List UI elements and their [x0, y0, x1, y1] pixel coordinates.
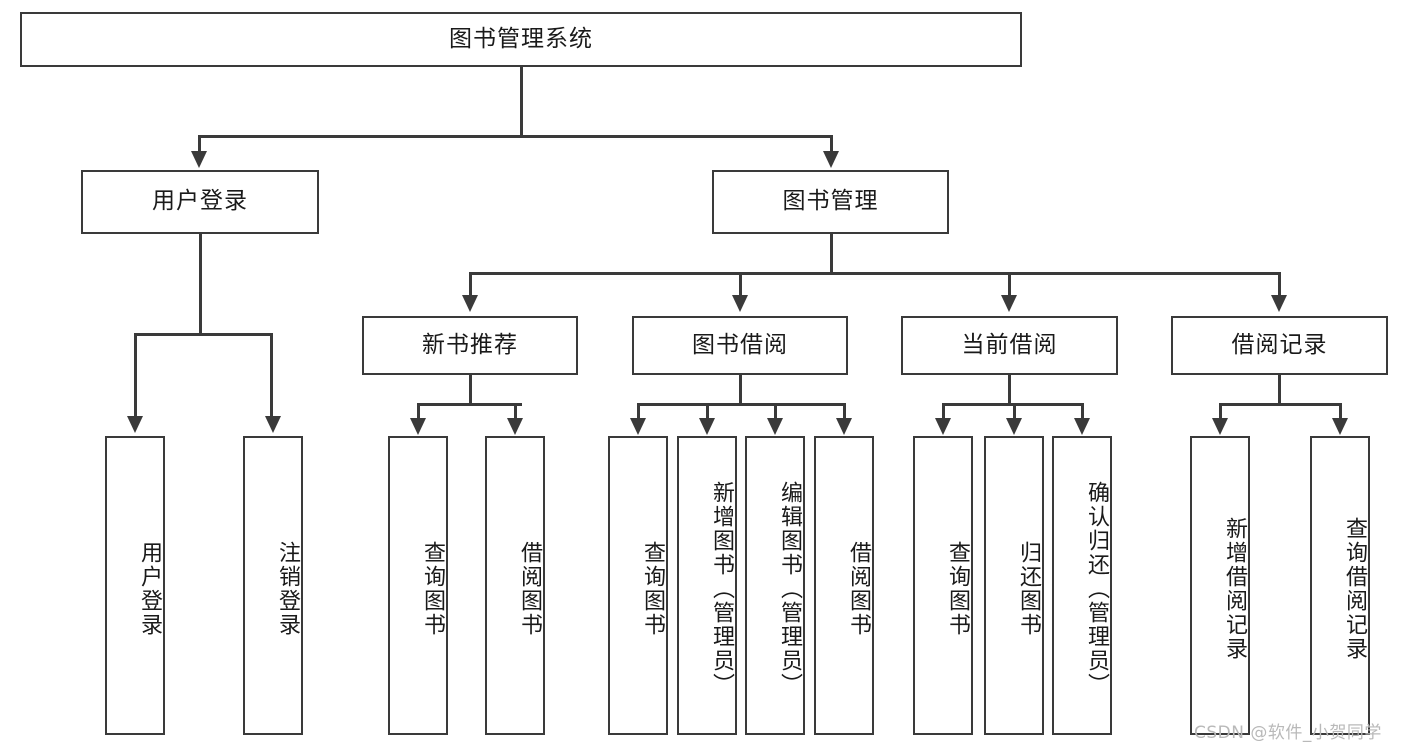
connector-bb-bus	[637, 403, 844, 406]
connector-nbr-bus	[417, 403, 522, 406]
connector-root-to-book-manage	[830, 135, 833, 153]
connector-root-bus	[198, 135, 832, 138]
node-leaf-query-book-1[interactable]: 查询图书	[388, 436, 448, 735]
arrowhead-leaf-query-record	[1332, 418, 1348, 435]
arrowhead-leaf-query-book-2	[630, 418, 646, 435]
arrowhead-leaf-borrow-book-2	[836, 418, 852, 435]
node-leaf-add-book[interactable]: 新增图书（管理员）	[677, 436, 737, 735]
connector-book-manage-bus	[469, 272, 1280, 275]
node-leaf-return-book[interactable]: 归还图书	[984, 436, 1044, 735]
node-leaf-user-login[interactable]: 用户登录	[105, 436, 165, 735]
arrowhead-root-to-book-manage	[823, 151, 839, 168]
connector-br-drop-1	[1219, 403, 1222, 419]
connector-cb-drop-2	[1013, 403, 1016, 419]
connector-book-manage-stem	[830, 234, 833, 274]
connector-user-login-drop-1	[134, 333, 137, 418]
node-label: 借阅记录	[1231, 331, 1328, 358]
arrowhead-leaf-edit-book	[767, 418, 783, 435]
arrowhead-leaf-confirm-return	[1074, 418, 1090, 435]
node-current-borrow[interactable]: 当前借阅	[901, 316, 1118, 375]
arrowhead-leaf-logout-login	[265, 416, 281, 433]
connector-bm-drop-1	[469, 272, 472, 297]
node-label: 当前借阅	[961, 331, 1058, 358]
connector-user-login-drop-2	[270, 333, 273, 418]
connector-bb-drop-1	[637, 403, 640, 419]
arrowhead-leaf-query-book-1	[410, 418, 426, 435]
arrowhead-root-to-user-login	[191, 151, 207, 168]
node-label: 查询借阅记录	[1342, 516, 1367, 661]
node-leaf-borrow-book-2[interactable]: 借阅图书	[814, 436, 874, 735]
connector-bb-drop-2	[706, 403, 709, 419]
connector-bb-stem	[739, 375, 742, 405]
node-label: 编辑图书（管理员）	[777, 480, 802, 697]
node-label: 图书管理系统	[449, 25, 593, 52]
connector-cb-drop-3	[1081, 403, 1084, 419]
node-label: 新增图书（管理员）	[709, 480, 734, 697]
connector-root-to-user-login	[198, 135, 201, 153]
node-leaf-logout-login[interactable]: 注销登录	[243, 436, 303, 735]
node-leaf-edit-book[interactable]: 编辑图书（管理员）	[745, 436, 805, 735]
node-label: 查询图书	[640, 540, 665, 637]
node-label: 注销登录	[275, 540, 300, 637]
connector-cb-bus	[942, 403, 1082, 406]
node-label: 查询图书	[945, 540, 970, 637]
node-leaf-query-record[interactable]: 查询借阅记录	[1310, 436, 1370, 735]
connector-bb-drop-4	[843, 403, 846, 419]
node-label: 新增借阅记录	[1222, 516, 1247, 661]
connector-nbr-drop-1	[417, 403, 420, 419]
connector-bm-drop-4	[1278, 272, 1281, 297]
connector-nbr-stem	[469, 375, 472, 405]
arrowhead-leaf-return-book	[1006, 418, 1022, 435]
arrowhead-leaf-query-book-3	[935, 418, 951, 435]
node-book-borrow[interactable]: 图书借阅	[632, 316, 848, 375]
connector-cb-drop-1	[942, 403, 945, 419]
connector-user-login-stem	[199, 234, 202, 335]
connector-br-stem	[1278, 375, 1281, 405]
node-label: 图书借阅	[692, 331, 788, 358]
connector-user-login-bus	[134, 333, 272, 336]
connector-bm-drop-2	[739, 272, 742, 297]
node-label: 归还图书	[1016, 540, 1041, 637]
arrowhead-new-book-recommend	[462, 295, 478, 312]
connector-root-stem	[520, 67, 523, 137]
node-label: 新书推荐	[422, 331, 518, 358]
node-leaf-add-record[interactable]: 新增借阅记录	[1190, 436, 1250, 735]
arrowhead-leaf-user-login	[127, 416, 143, 433]
connector-bm-drop-3	[1008, 272, 1011, 297]
node-label: 图书管理	[782, 188, 879, 215]
connector-nbr-drop-2	[514, 403, 517, 419]
node-label: 借阅图书	[517, 540, 542, 637]
connector-cb-stem	[1008, 375, 1011, 405]
arrowhead-leaf-add-record	[1212, 418, 1228, 435]
arrowhead-leaf-add-book	[699, 418, 715, 435]
node-label: 用户登录	[152, 188, 248, 215]
node-book-manage[interactable]: 图书管理	[712, 170, 949, 234]
arrowhead-borrow-record	[1271, 295, 1287, 312]
connector-br-drop-2	[1339, 403, 1342, 419]
node-label: 查询图书	[420, 540, 445, 637]
node-label: 用户登录	[137, 540, 162, 637]
arrowhead-current-borrow	[1001, 295, 1017, 312]
node-label: 确认归还（管理员）	[1084, 480, 1109, 697]
node-user-login[interactable]: 用户登录	[81, 170, 319, 234]
node-leaf-query-book-2[interactable]: 查询图书	[608, 436, 668, 735]
node-leaf-borrow-book-1[interactable]: 借阅图书	[485, 436, 545, 735]
node-leaf-query-book-3[interactable]: 查询图书	[913, 436, 973, 735]
arrowhead-book-borrow	[732, 295, 748, 312]
node-label: 借阅图书	[846, 540, 871, 637]
csdn-watermark: CSDN @软件_小贺同学	[1194, 723, 1382, 743]
node-new-book-recommend[interactable]: 新书推荐	[362, 316, 578, 375]
arrowhead-leaf-borrow-book-1	[507, 418, 523, 435]
node-borrow-record[interactable]: 借阅记录	[1171, 316, 1388, 375]
node-root-book-management-system[interactable]: 图书管理系统	[20, 12, 1022, 67]
connector-bb-drop-3	[774, 403, 777, 419]
node-leaf-confirm-return[interactable]: 确认归还（管理员）	[1052, 436, 1112, 735]
connector-br-bus	[1219, 403, 1341, 406]
